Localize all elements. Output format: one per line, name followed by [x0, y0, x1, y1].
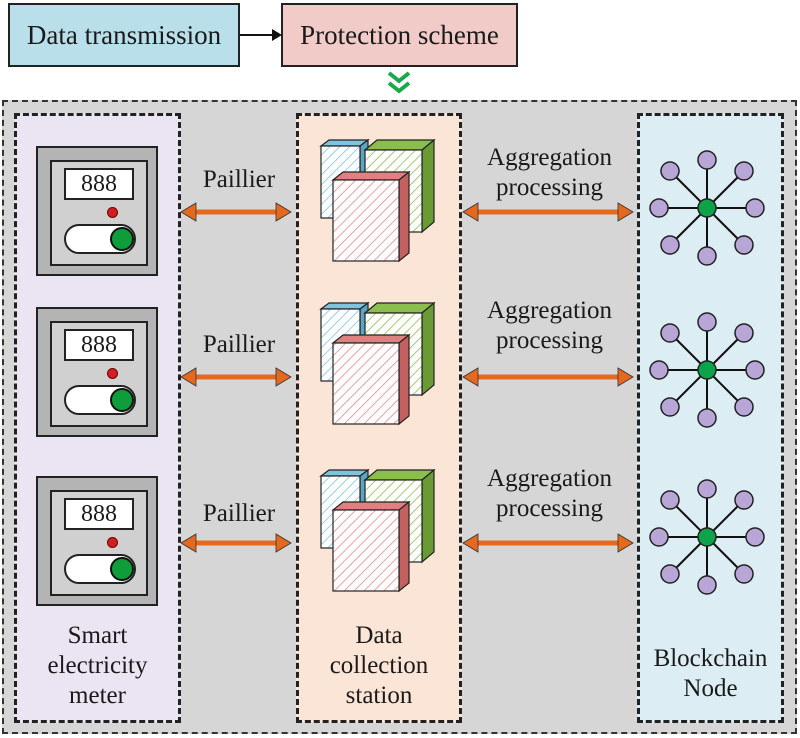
smart-meter-1: 888 — [36, 146, 158, 276]
smart-meter-3: 888 — [36, 476, 158, 606]
led-icon — [107, 537, 118, 548]
protection-scheme-label: Protection scheme — [300, 19, 499, 50]
blockchain-node-icon-3 — [649, 479, 765, 595]
aggregation-label-3: Aggregation processing — [487, 465, 612, 522]
paillier-label-3: Paillier — [202, 500, 276, 527]
aggregation-label-2: Aggregation processing — [487, 297, 612, 354]
protection-scheme-box: Protection scheme — [281, 3, 518, 67]
meter-column-label: Smart electricity meter — [47, 622, 148, 709]
double-arrow-icon — [181, 543, 182, 544]
blockchain-node-icon-1 — [649, 150, 765, 266]
flow-arrow — [240, 29, 282, 41]
meter-display: 888 — [64, 329, 134, 361]
blockchain-node-icon-2 — [649, 312, 765, 428]
double-arrow-icon — [463, 377, 464, 378]
toggle-icon — [64, 554, 136, 584]
aggregation-label-1: Aggregation processing — [487, 144, 612, 201]
data-station-icon-2 — [320, 302, 435, 425]
led-icon — [107, 368, 118, 379]
paillier-label-1: Paillier — [202, 166, 276, 193]
meter-display: 888 — [64, 168, 134, 200]
led-icon — [107, 207, 118, 218]
double-arrow-icon — [181, 212, 182, 213]
station-column-label: Data collection station — [329, 622, 429, 709]
paillier-label-2: Paillier — [202, 331, 276, 358]
double-arrow-icon — [463, 543, 464, 544]
data-station-icon-3 — [320, 469, 435, 592]
double-arrow-icon — [181, 377, 182, 378]
data-station-icon-1 — [320, 139, 435, 262]
data-transmission-label: Data transmission — [26, 19, 222, 50]
toggle-icon — [64, 385, 136, 415]
meter-display: 888 — [64, 498, 134, 530]
smart-meter-2: 888 — [36, 307, 158, 437]
blockchain-column-label: Blockchain Node — [653, 645, 768, 702]
double-arrow-icon — [463, 212, 464, 213]
data-transmission-box: Data transmission — [8, 3, 240, 67]
toggle-icon — [64, 224, 136, 254]
chevron-down-icon — [387, 71, 411, 94]
